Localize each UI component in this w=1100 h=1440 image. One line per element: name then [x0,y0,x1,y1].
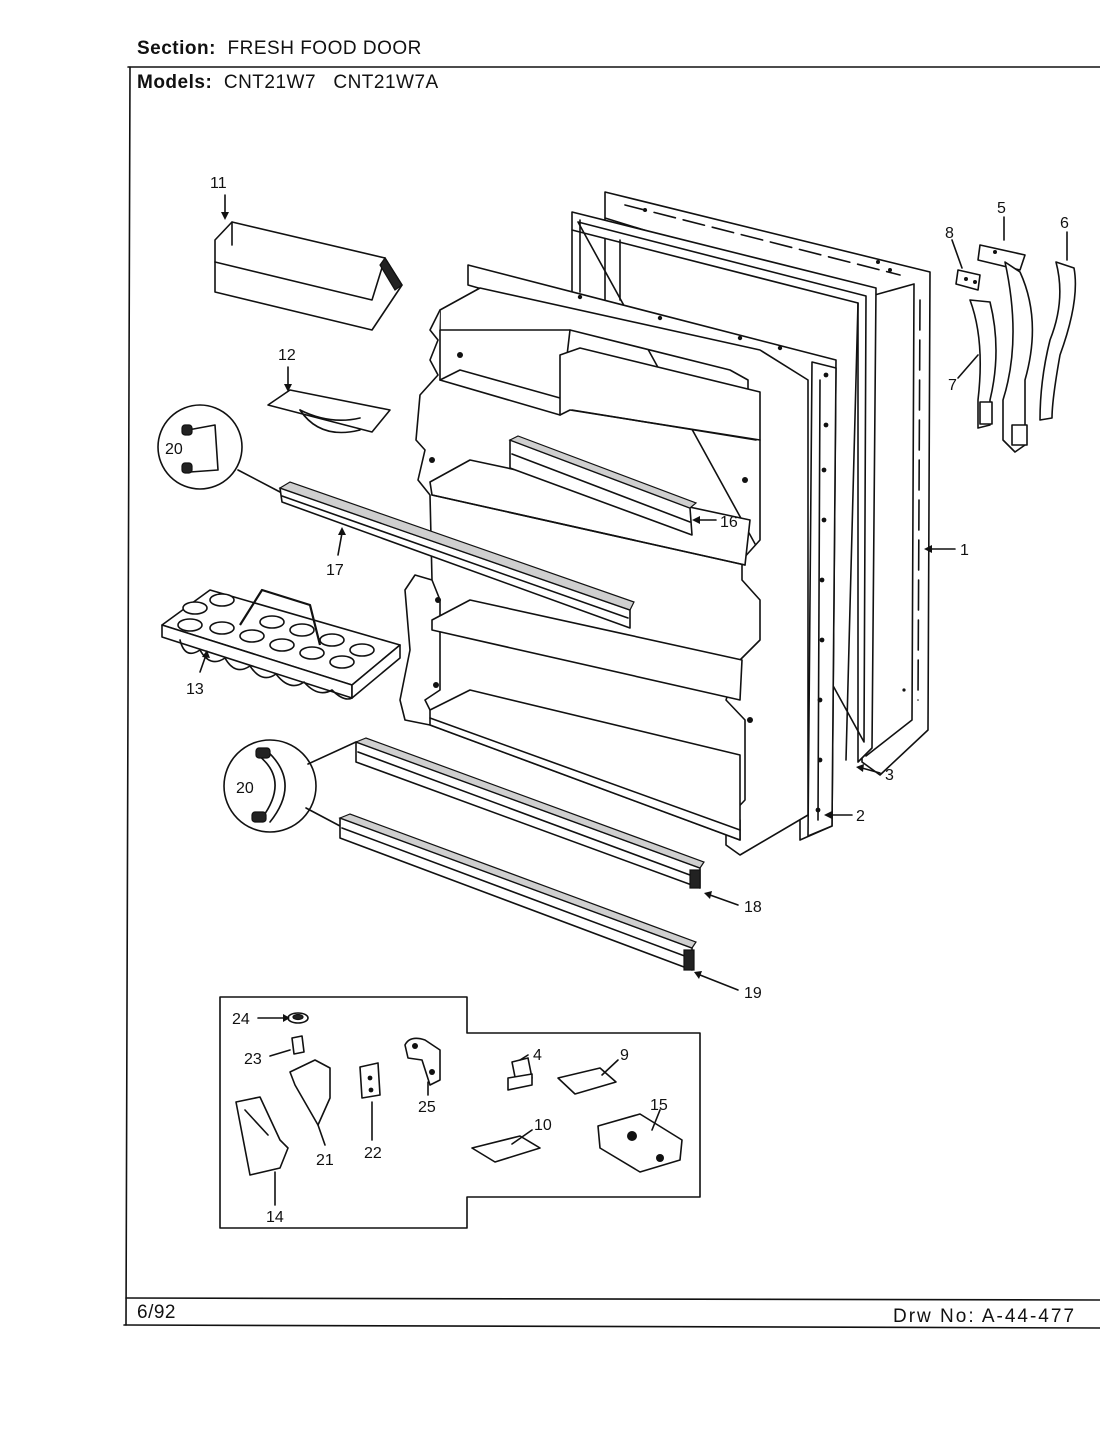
callout-10: 10 [534,1117,552,1134]
callout-4: 4 [533,1047,542,1064]
footer-date: 6/92 [137,1302,176,1323]
callout-3: 3 [885,767,894,784]
models-value: CNT21W7 CNT21W7A [223,72,439,93]
callout-13: 13 [186,681,204,698]
callout-2: 2 [856,808,865,825]
callout-6: 6 [1060,215,1069,232]
detail-circle-upper [157,404,281,493]
door-liner-shelves [399,287,809,856]
callout-19: 19 [744,985,762,1002]
shelf-rail-16 [508,435,698,536]
small-parts-box [219,996,701,1229]
models-line: Models: CNT21W7 CNT21W7A [137,72,439,94]
callout-1: 1 [960,542,969,559]
butter-cover [267,389,391,434]
callout-22: 22 [364,1145,382,1162]
door-gasket [571,211,877,763]
callout-5: 5 [997,200,1006,217]
callout-25: 25 [418,1099,436,1116]
rail-18 [354,737,705,889]
rail-19 [338,813,697,971]
hinge-parts [955,244,1077,453]
callout-8: 8 [945,225,954,242]
section-line: Section: FRESH FOOD DOOR [137,38,422,60]
callout-20-lower: 20 [236,780,254,797]
detail-circle-lower [223,739,357,833]
dairy-compartment-door [214,221,403,331]
section-label: Section: [137,38,216,59]
callout-11: 11 [210,175,227,192]
callout-14: 14 [266,1209,284,1226]
callout-9: 9 [620,1047,629,1064]
callout-21: 21 [316,1152,334,1169]
door-inner-liner [467,264,837,841]
frame [123,66,1100,1329]
callout-15: 15 [650,1097,668,1114]
callout-7: 7 [948,377,957,394]
callout-12: 12 [278,347,296,364]
callout-18: 18 [744,899,762,916]
egg-tray [161,588,401,700]
callout-17: 17 [326,562,344,579]
section-value: FRESH FOOD DOOR [227,38,422,59]
callout-24: 24 [232,1011,250,1028]
callout-23: 23 [244,1051,262,1068]
callout-16: 16 [720,514,738,531]
drawing-number: Drw No: A-44-477 [893,1306,1077,1327]
callout-20-upper: 20 [165,441,183,458]
callouts: 11 12 20 17 13 20 16 1 3 2 18 19 5 6 8 7… [165,175,1069,1226]
shelf-bar-17 [278,481,635,629]
models-label: Models: [137,72,213,93]
leader-lines [199,194,1068,1206]
